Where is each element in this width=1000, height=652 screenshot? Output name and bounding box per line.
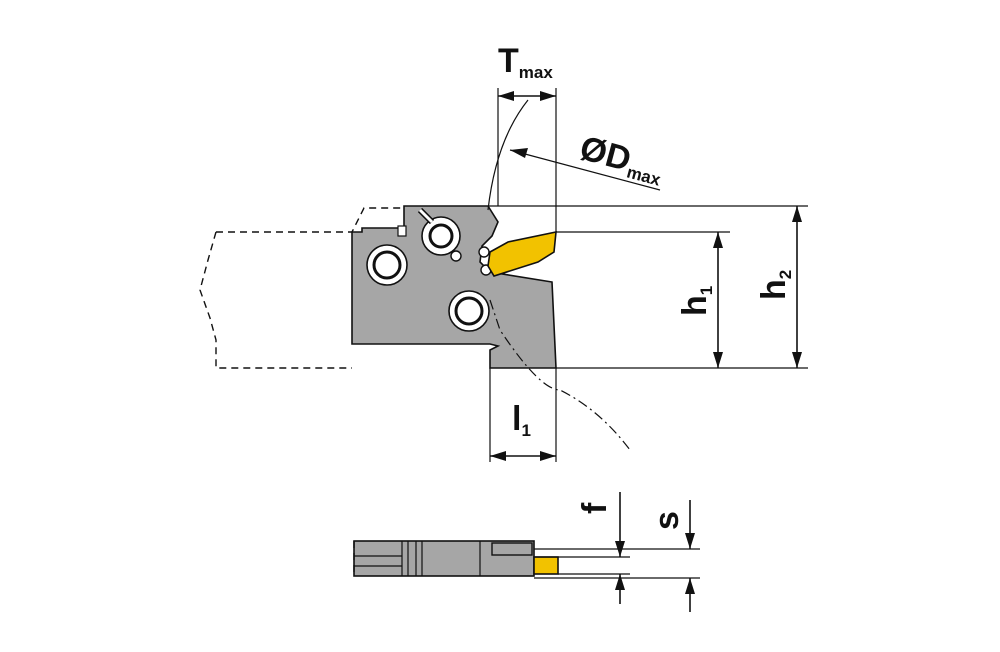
side-view-insert xyxy=(533,556,559,575)
dmax-arrowhead xyxy=(510,148,528,158)
h2-dimension xyxy=(792,206,802,368)
s-label: s xyxy=(648,511,686,530)
tmax-label: Tmax xyxy=(498,42,553,82)
phantom-holder-outline xyxy=(199,207,404,369)
tmax-dimension xyxy=(498,91,556,101)
blade-body xyxy=(351,205,557,369)
relief-hole xyxy=(450,250,462,262)
l1-dimension xyxy=(490,451,556,461)
dmax-label: ØDmax xyxy=(575,129,668,190)
mounting-hole-inner xyxy=(454,296,484,326)
extension-lines xyxy=(488,88,808,462)
f-dimension xyxy=(615,492,625,604)
f-label: f xyxy=(576,502,614,514)
s-dimension xyxy=(685,500,695,612)
workpiece-centerline xyxy=(489,299,631,451)
side-view-blade xyxy=(353,540,535,577)
mounting-hole-inner xyxy=(372,250,402,280)
l1-label: l1 xyxy=(512,400,531,440)
side-extension-lines xyxy=(534,548,700,579)
h1-label: h1 xyxy=(676,286,716,316)
relief-slot xyxy=(418,208,434,224)
cutting-insert xyxy=(487,230,557,277)
dmax-leader xyxy=(509,149,661,191)
relief-hole xyxy=(478,246,490,258)
h2-label: h2 xyxy=(755,270,795,300)
clamp-screw-hole-inner xyxy=(428,223,454,249)
h1-dimension xyxy=(713,232,723,368)
mount-notch xyxy=(397,225,407,237)
workpiece-arc xyxy=(487,99,529,211)
